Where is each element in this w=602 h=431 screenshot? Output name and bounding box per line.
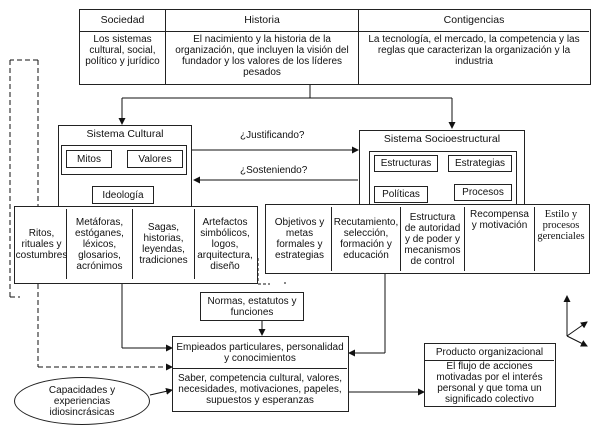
valores-node: Valores xyxy=(127,150,183,168)
mitos-node: Mitos xyxy=(66,150,112,168)
artefactos-cell: Artefactos simbólicos, logos, arquitectu… xyxy=(197,216,253,272)
metaforas-cell: Metáforas, estóganes, léxicos, glosarios… xyxy=(67,209,133,279)
sistema-socioestructural-title: Sistema Socioestructural xyxy=(383,133,501,145)
recompensa-cell: Recompensa y motivación xyxy=(465,207,535,271)
sistema-cultural-title: Sistema Cultural xyxy=(86,128,164,140)
contigencias-header: Contigencias xyxy=(359,10,589,32)
producto-body: El flujo de acciones motivadas por el in… xyxy=(436,361,543,405)
context-table: Sociedad Historia Contigencias Los siste… xyxy=(79,9,591,85)
cultural-elements-table: Ritos, rituales y costumbres Metáforas, … xyxy=(14,206,258,284)
estructura-autoridad-cell: Estructura de autoridad y de poder y mec… xyxy=(401,207,465,271)
sociedad-header: Sociedad xyxy=(80,10,166,32)
estructuras-node: Estructuras xyxy=(374,155,438,172)
procesos-node: Procesos xyxy=(454,184,512,201)
estrategias-node: Estrategias xyxy=(448,155,512,172)
ritos-cell: Ritos, rituales y costumbres xyxy=(16,209,67,279)
capacidades-ellipse: Capacidades y experiencias idiosincrásic… xyxy=(14,377,150,425)
contigencias-body: La tecnología, el mercado, la competenci… xyxy=(368,34,580,67)
socio-elements-table: Objetivos y metas formales y estrategias… xyxy=(265,204,590,274)
politicas-node: Políticas xyxy=(374,186,428,203)
sociedad-body: Los sistemas cultural, social, político … xyxy=(80,32,166,84)
empleados-top: Empieados particulares, personalidad y c… xyxy=(173,337,347,369)
normas-box: Normas, estatutos y funciones xyxy=(200,292,304,321)
empleados-bottom: Saber, competencia cultural, valores, ne… xyxy=(178,373,342,406)
producto-title: Producto organizacional xyxy=(425,344,554,361)
estilo-cell: Estilo y procesos gerenciales xyxy=(537,209,585,242)
historia-body: El nacimiento y la historia de la organi… xyxy=(166,32,359,84)
empleados-box: Empieados particulares, personalidad y c… xyxy=(172,336,349,412)
objetivos-cell: Objetivos y metas formales y estrategias xyxy=(268,207,332,271)
justificando-label: ¿Justificando? xyxy=(240,130,305,141)
producto-box: Producto organizacional El flujo de acci… xyxy=(424,343,556,407)
ideologia-node: Ideología xyxy=(92,186,154,204)
recutamiento-cell: Recutamiento, selección, formación y edu… xyxy=(332,207,401,271)
sagas-cell: Sagas, historias, leyendas, tradiciones xyxy=(133,209,195,279)
sosteniendo-label: ¿Sosteniendo? xyxy=(240,165,308,176)
historia-header: Historia xyxy=(166,10,359,32)
